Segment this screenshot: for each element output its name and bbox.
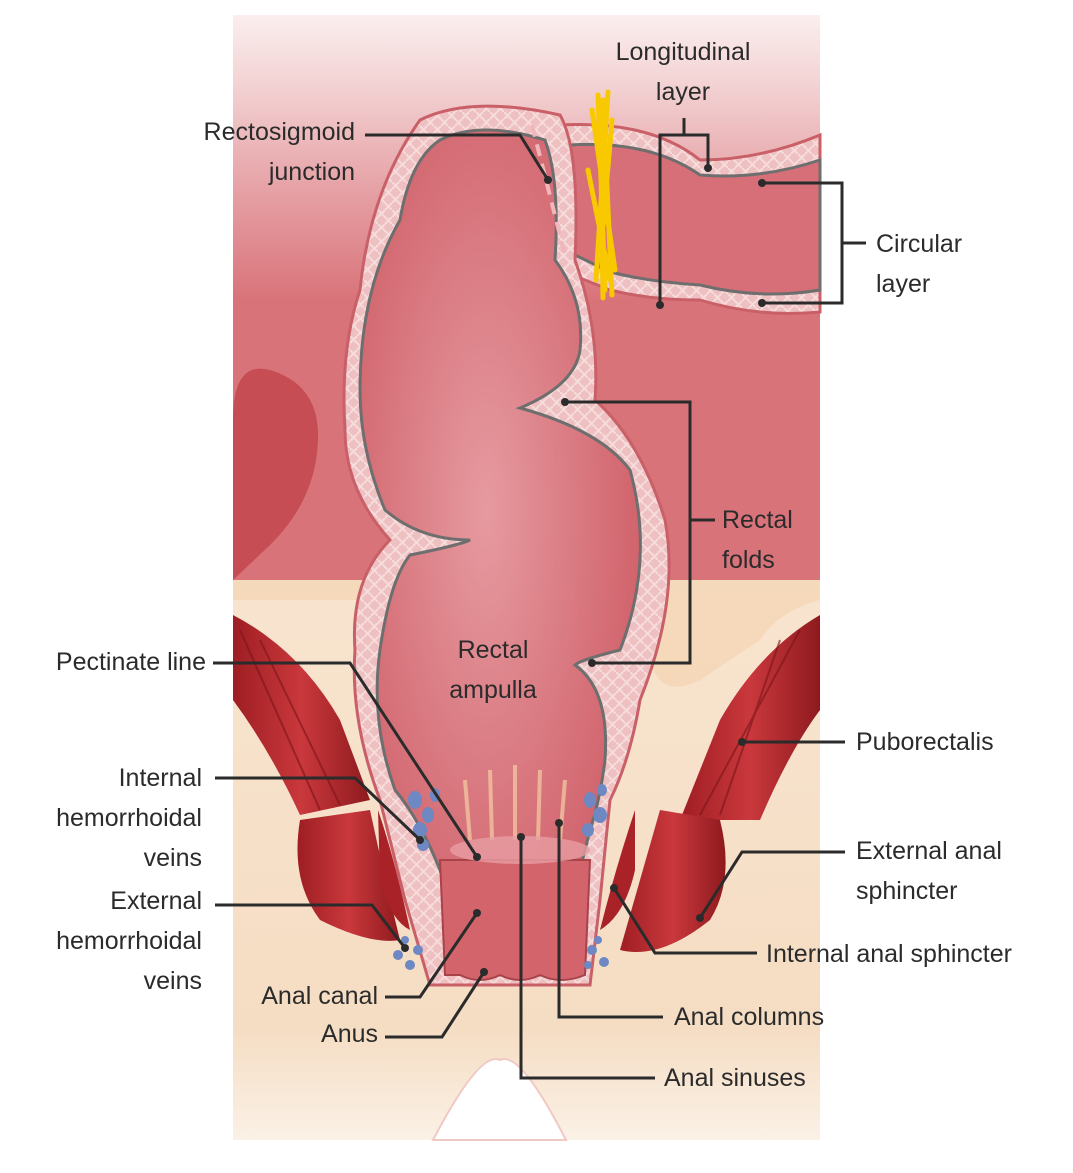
highlight-scribble — [585, 89, 618, 301]
leader-lines — [213, 118, 866, 1080]
label-anal-sinuses: Anal sinuses — [664, 1064, 806, 1092]
label-internal-hemorrhoidal-veins: Internal hemorrhoidal veins — [56, 764, 202, 872]
label-external-anal-sphincter: External anal sphincter — [856, 837, 1002, 905]
rectosigmoid-junction-line — [530, 124, 567, 256]
label-external-hemorrhoidal-veins: External hemorrhoidal veins — [56, 887, 202, 995]
label-rectosigmoid-junction: Rectosigmoid junction — [203, 118, 355, 186]
label-pectinate-line: Pectinate line — [55, 648, 206, 676]
leader-external-anal-sphincter — [698, 850, 845, 919]
leader-rectosigmoid — [365, 133, 550, 181]
leader-internal-anal-sphincter — [612, 887, 757, 955]
leader-anal-sinuses — [519, 837, 655, 1080]
label-longitudinal-layer: Longitudinal layer — [615, 38, 751, 106]
leader-rectal-folds — [565, 400, 692, 665]
sigmoid-colon — [558, 122, 822, 315]
label-puborectalis: Puborectalis — [856, 728, 994, 756]
leader-dots — [401, 164, 766, 976]
label-internal-anal-sphincter: Internal anal sphincter — [766, 940, 1012, 968]
label-anus: Anus — [321, 1020, 378, 1048]
anal-columns — [463, 765, 567, 841]
leader-internal-hemorrhoidal — [215, 776, 422, 842]
leader-external-hemorrhoidal — [215, 903, 407, 949]
puborectalis-muscle — [233, 615, 820, 820]
leader-anus — [385, 971, 486, 1039]
leader-anal-canal — [385, 912, 479, 999]
label-anal-columns: Anal columns — [674, 1003, 825, 1031]
internal-anal-sphincter-muscle — [378, 810, 635, 930]
label-rectal-ampulla: Rectal ampulla — [449, 636, 537, 704]
label-anal-canal: Anal canal — [261, 982, 378, 1010]
hemorrhoidal-veins — [393, 784, 609, 970]
anal-canal-region — [438, 859, 592, 981]
label-circular-layer: Circular layer — [876, 230, 963, 298]
leader-anal-columns — [557, 823, 663, 1019]
label-rectal-folds: Rectal folds — [722, 506, 793, 574]
leader-pectinate — [213, 661, 479, 858]
